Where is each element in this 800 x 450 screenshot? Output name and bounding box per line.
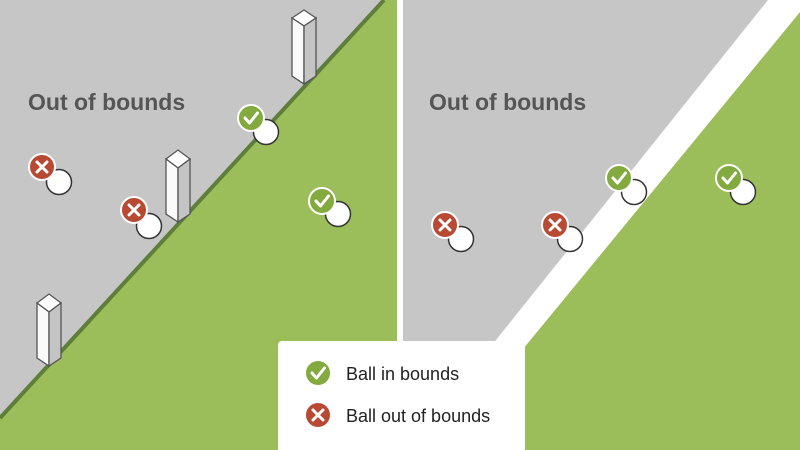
white-stake-icon — [164, 149, 192, 224]
ball-marker-in — [308, 187, 352, 228]
x-mark-icon — [304, 401, 332, 429]
legend-label-in: Ball in bounds — [346, 364, 459, 384]
x-mark-icon — [541, 211, 569, 239]
ball-marker-out — [120, 196, 163, 240]
legend-box — [278, 341, 525, 450]
legend: Ball in bounds Ball out of bounds — [278, 341, 525, 450]
x-mark-icon — [431, 211, 459, 239]
ball-marker-out — [431, 211, 475, 253]
panel-line: Out of bounds — [403, 0, 800, 450]
boundary-edge — [0, 0, 386, 420]
ball-marker-in — [605, 164, 648, 206]
x-mark-icon — [28, 153, 56, 181]
region-label: Out of bounds — [429, 89, 586, 115]
white-stake-icon — [290, 9, 318, 86]
panel-divider — [397, 0, 403, 450]
white-stake-icon — [35, 293, 63, 368]
ball-marker-out — [28, 153, 73, 196]
checkmark-icon — [715, 164, 743, 192]
checkmark-icon — [605, 164, 633, 192]
ball-marker-out — [541, 211, 584, 253]
legend-label-out: Ball out of bounds — [346, 406, 490, 426]
legend-item-out: Ball out of bounds — [304, 401, 490, 429]
checkmark-icon — [304, 359, 332, 387]
checkmark-icon — [237, 104, 265, 132]
x-mark-icon — [120, 196, 148, 224]
checkmark-icon — [308, 187, 336, 215]
ball-marker-in — [237, 104, 280, 146]
in-bounds-area — [0, 0, 397, 450]
legend-item-in: Ball in bounds — [304, 359, 459, 387]
white-boundary-line — [408, 0, 800, 450]
ball-marker-in — [715, 164, 757, 206]
panel-stakes: Out of bounds — [0, 0, 397, 450]
region-label: Out of bounds — [28, 89, 185, 115]
